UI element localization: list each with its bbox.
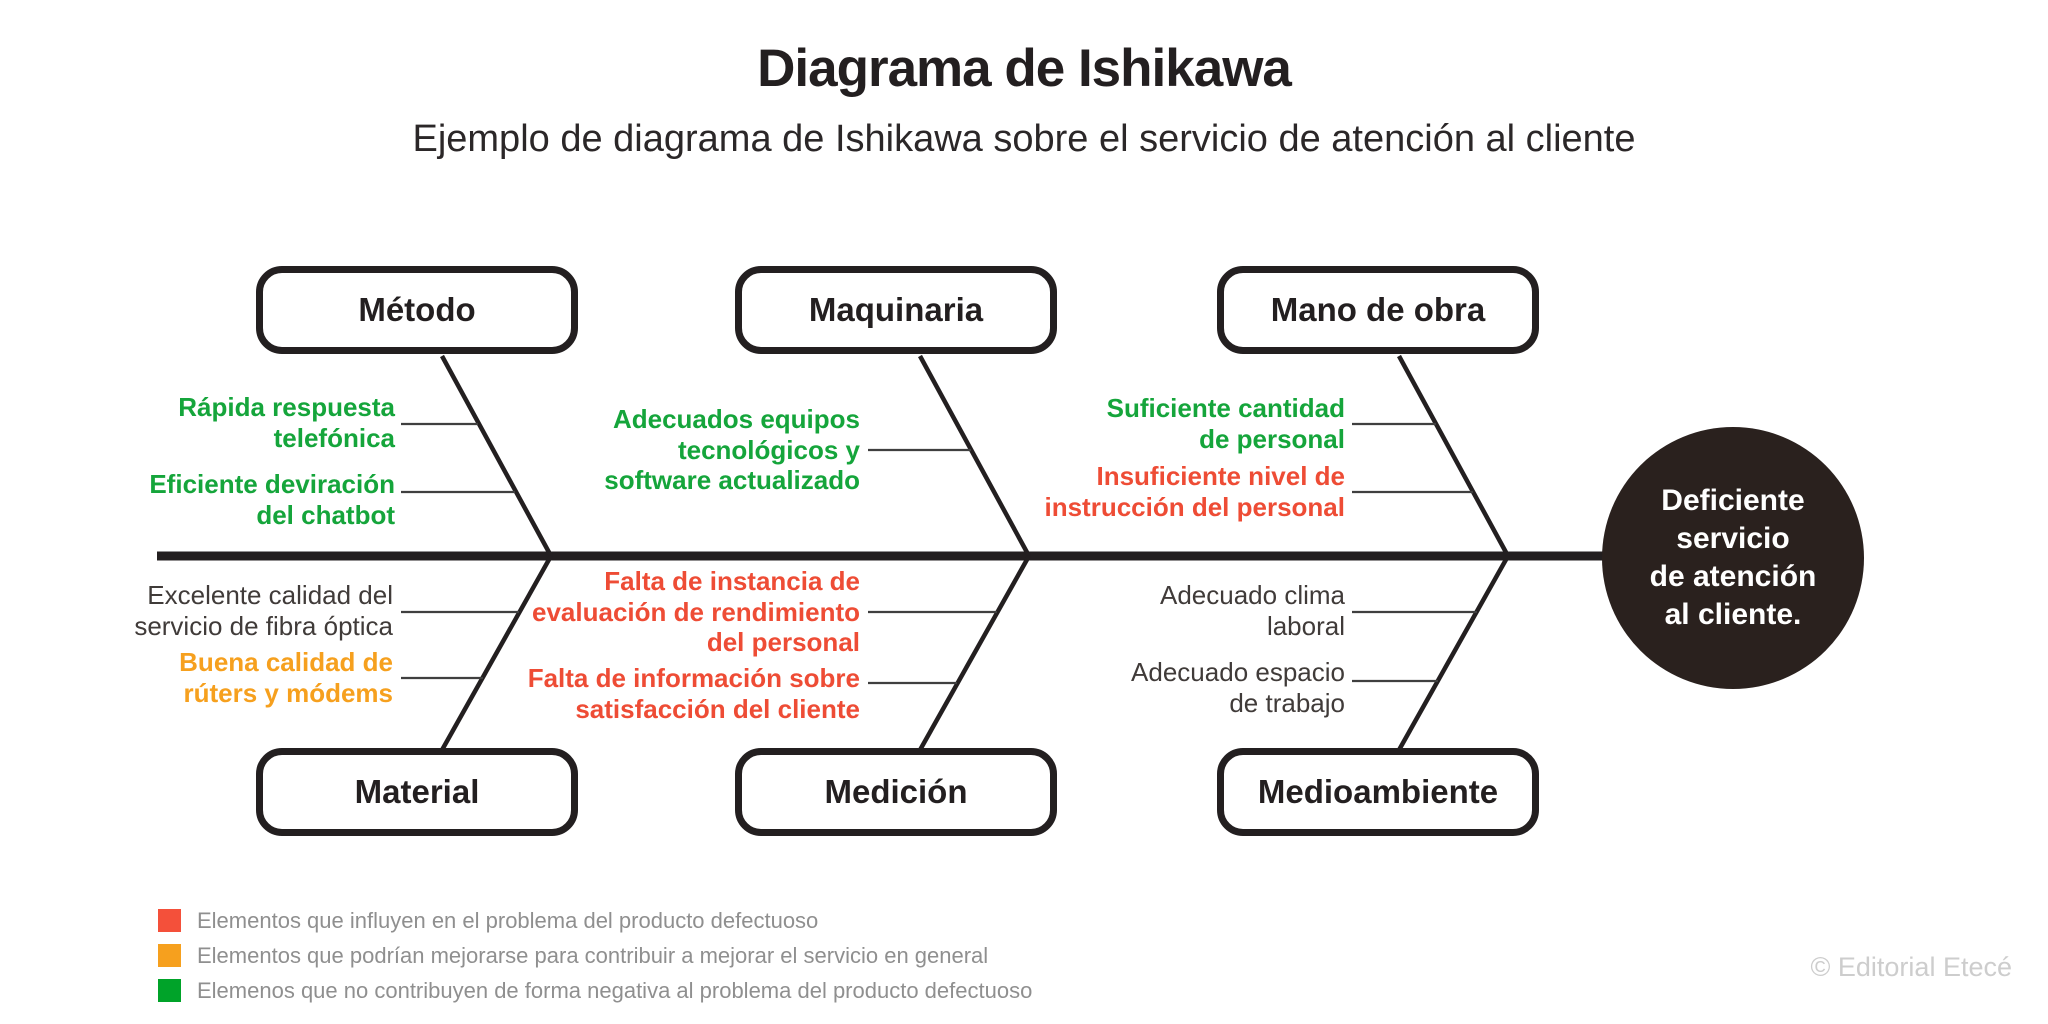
legend-swatch-red [158, 909, 181, 932]
page-subtitle: Ejemplo de diagrama de Ishikawa sobre el… [412, 118, 1636, 160]
category-label-medioambiente: Medioambiente [1257, 773, 1499, 810]
page-title: Diagrama de Ishikawa [757, 39, 1292, 98]
legend: Elementos que influyen en el problema de… [158, 903, 1032, 1008]
category-label-metodo: Método [358, 291, 476, 328]
category-label-mano-de-obra: Mano de obra [1270, 291, 1486, 328]
cause-falta-informacion: Falta de información sobre satisfacción … [527, 663, 860, 724]
cause-suficiente-cantidad: Suficiente cantidad de personal [1106, 393, 1345, 454]
rib-metodo [440, 354, 553, 558]
category-box-mano-de-obra: Mano de obra [1217, 266, 1539, 354]
category-box-material: Material [256, 748, 578, 836]
legend-row-orange: Elementos que podrían mejorarse para con… [158, 938, 1032, 973]
legend-label-red: Elementos que influyen en el problema de… [197, 907, 819, 933]
cause-buena-calidad: Buena calidad de rúters y módems [179, 647, 393, 708]
category-box-maquinaria: Maquinaria [735, 266, 1057, 354]
cause-eficiente-deviracion: Eficiente deviración del chatbot [149, 469, 395, 530]
legend-swatch-green [158, 979, 181, 1002]
category-label-material: Material [354, 773, 480, 810]
cause-adecuados-equipos: Adecuados equipos tecnológicos y softwar… [604, 404, 860, 496]
cause-adecuado-espacio: Adecuado espacio de trabajo [1131, 657, 1345, 718]
category-label-maquinaria: Maquinaria [808, 291, 984, 328]
cause-insuficiente-nivel: Insuficiente nivel de instrucción del pe… [1044, 461, 1345, 522]
legend-row-red: Elementos que influyen en el problema de… [158, 903, 1032, 938]
category-box-medioambiente: Medioambiente [1217, 748, 1539, 836]
rib-mano-de-obra [1397, 354, 1510, 558]
category-box-medicion: Medición [735, 748, 1057, 836]
rib-maquinaria [918, 354, 1031, 558]
cause-excelente-calidad: Excelente calidad del servicio de fibra … [134, 580, 393, 641]
category-label-medicion: Medición [824, 773, 968, 810]
cause-rapida-respuesta: Rápida respuesta telefónica [178, 392, 395, 453]
rib-medioambiente [1397, 554, 1510, 752]
legend-swatch-orange [158, 944, 181, 967]
legend-label-green: Elemenos que no contribuyen de forma neg… [197, 977, 1033, 1003]
legend-row-green: Elemenos que no contribuyen de forma neg… [158, 973, 1032, 1008]
problem-label: Deficiente servicio de atención al clien… [1649, 484, 1817, 631]
cause-falta-instancia: Falta de instancia de evaluación de rend… [532, 566, 860, 658]
category-box-metodo: Método [256, 266, 578, 354]
rib-medicion [918, 554, 1031, 752]
rib-material [440, 554, 553, 752]
problem-head-circle: Deficiente servicio de atención al clien… [1602, 427, 1864, 689]
copyright-notice: © Editorial Etecé [1810, 952, 2013, 982]
legend-label-orange: Elementos que podrían mejorarse para con… [197, 942, 989, 968]
cause-adecuado-clima: Adecuado clima laboral [1160, 580, 1345, 641]
